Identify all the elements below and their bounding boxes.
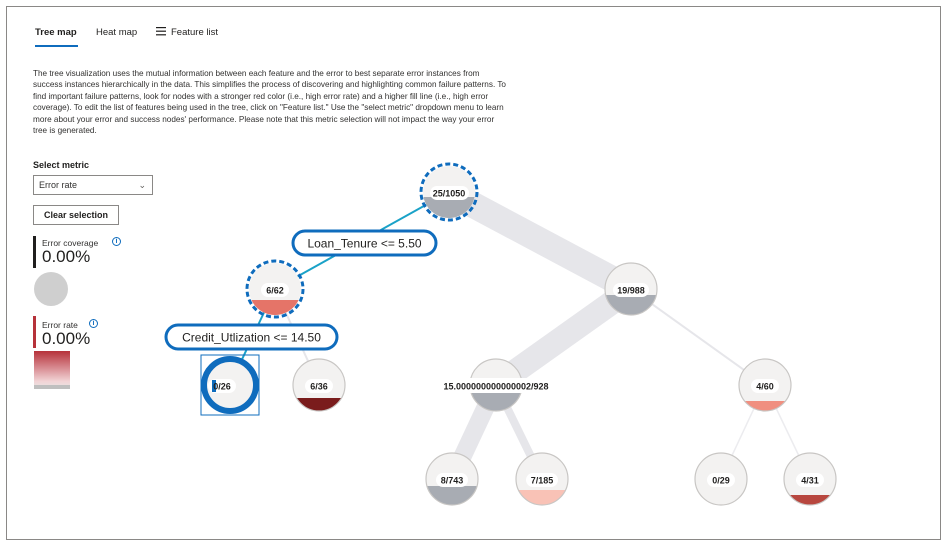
tree-node-left-left[interactable]: 0/26	[200, 354, 260, 416]
node-label: 0/29	[712, 476, 730, 486]
node-label: 8/743	[441, 476, 464, 486]
edge-root-right	[442, 180, 638, 301]
error-tree: 25/1050 6/62 0/26 6/36	[164, 162, 837, 511]
node-label: 25/1050	[433, 189, 466, 199]
error-rate-value: 0.00%	[42, 329, 91, 348]
edge-right-right	[630, 288, 766, 386]
active-tab-indicator	[35, 45, 78, 47]
info-icon[interactable]: i	[112, 237, 121, 246]
clear-selection-button[interactable]: Clear selection	[33, 205, 119, 225]
feature-list-label: Feature list	[171, 27, 218, 38]
metric-dropdown-value: Error rate	[39, 180, 78, 190]
split-condition-credit-utilization: Credit_Utlization <= 14.50	[164, 323, 339, 351]
node-label: 7/185	[531, 476, 554, 486]
edge-right-left	[489, 279, 638, 395]
node-label: 0/26	[213, 382, 231, 392]
tree-node-right-left-right[interactable]: 7/185	[515, 452, 569, 510]
node-label: 4/60	[756, 382, 774, 392]
tree-node-left[interactable]: 6/62	[245, 259, 305, 320]
tree-node-right-left[interactable]: 15.000000000000002/928	[440, 358, 552, 416]
error-rate-title: Error rate	[42, 320, 78, 330]
tab-tree-map[interactable]: Tree map	[35, 27, 77, 38]
tree-node-right-right-right[interactable]: 4/31	[783, 452, 837, 509]
coverage-bar	[33, 236, 36, 268]
rate-bar	[33, 316, 36, 348]
error-coverage-title: Error coverage	[42, 238, 99, 248]
tree-node-root[interactable]: 25/1050	[419, 162, 479, 222]
node-label: 4/31	[801, 476, 819, 486]
node-label: 15.000000000000002/928	[443, 382, 548, 392]
node-label: 6/36	[310, 382, 328, 392]
select-metric-label: Select metric	[33, 160, 90, 170]
node-label: 19/988	[617, 286, 645, 296]
tab-heat-map[interactable]: Heat map	[96, 27, 138, 38]
condition-label: Loan_Tenure <= 5.50	[307, 237, 421, 251]
error-coverage-value: 0.00%	[42, 247, 91, 266]
info-icon[interactable]: i	[89, 319, 98, 328]
node-label: 6/62	[266, 286, 284, 296]
condition-label: Credit_Utlization <= 14.50	[182, 331, 321, 345]
tree-node-left-right[interactable]: 6/36	[292, 358, 346, 414]
split-condition-loan-tenure: Loan_Tenure <= 5.50	[291, 229, 438, 257]
chevron-down-icon: ⌄	[138, 180, 146, 190]
feature-list-button[interactable]: Feature list	[156, 27, 218, 38]
tree-description: The tree visualization uses the mutual i…	[33, 69, 506, 136]
tree-node-right[interactable]: 19/988	[604, 262, 658, 320]
metric-dropdown[interactable]: Error rate ⌄	[33, 175, 153, 195]
tree-node-right-left-left[interactable]: 8/743	[425, 452, 479, 511]
coverage-sample-circle	[34, 272, 68, 306]
error-analysis-panel: Tree map Heat map Feature list The tree …	[6, 6, 941, 540]
list-icon	[156, 27, 166, 36]
tree-node-right-right-left[interactable]: 0/29	[694, 452, 748, 506]
tree-node-right-right[interactable]: 4/60	[738, 358, 792, 413]
error-rate-swatch	[34, 351, 70, 389]
